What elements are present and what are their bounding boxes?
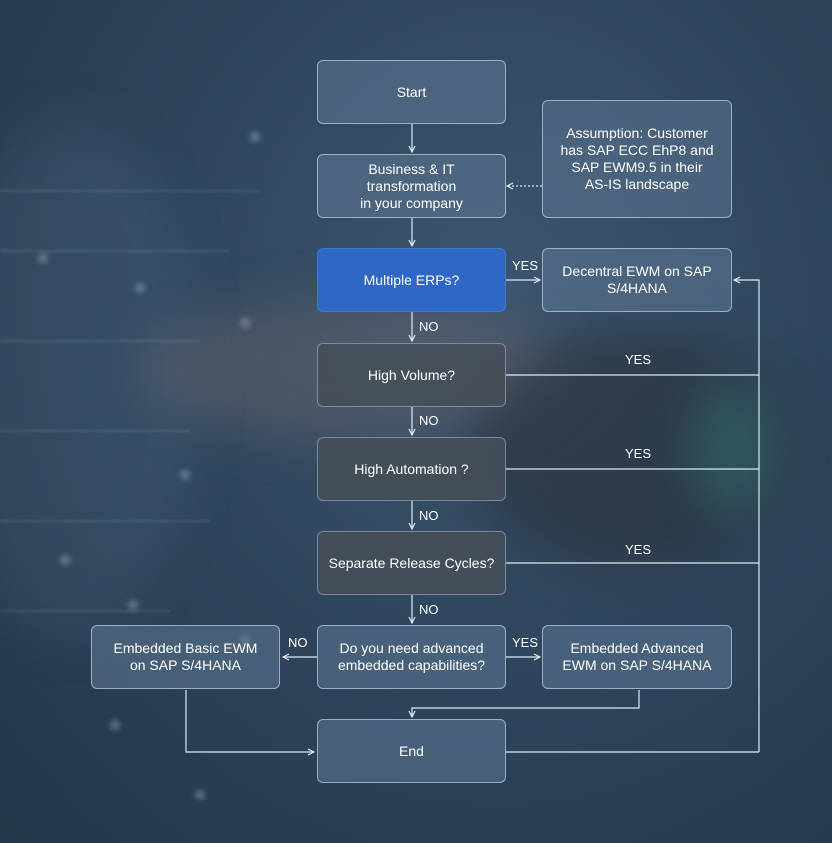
decentral-ewm-node: Decentral EWM on SAP S/4HANA (542, 248, 732, 312)
high-volume-decision: High Volume? (317, 343, 506, 407)
end-node: End (317, 719, 506, 783)
yes-label-multiple-erps: YES (512, 258, 539, 273)
yes-label-advanced: YES (512, 635, 539, 650)
no-label-advanced: NO (288, 635, 308, 650)
no-label-release-cycles: NO (419, 602, 439, 617)
edge-bus-vertical (734, 280, 760, 752)
embedded-advanced-ewm-node: Embedded Advanced EWM on SAP S/4HANA (542, 625, 732, 689)
high-automation-decision: High Automation ? (317, 437, 506, 501)
assumption-note: Assumption: Customer has SAP ECC EhP8 an… (542, 100, 732, 218)
business-transformation-node: Business & IT transformation in your com… (317, 154, 506, 218)
no-label-multiple-erps: NO (419, 319, 439, 334)
no-label-high-volume: NO (419, 413, 439, 428)
start-node: Start (317, 60, 506, 124)
yes-label-high-automation: YES (625, 446, 652, 461)
release-cycles-decision: Separate Release Cycles? (317, 531, 506, 595)
yes-label-release-cycles: YES (625, 542, 652, 557)
advanced-capabilities-decision: Do you need advanced embedded capabiliti… (317, 625, 506, 689)
multiple-erps-decision: Multiple ERPs? (317, 248, 506, 312)
no-label-high-automation: NO (419, 508, 439, 523)
edge-basic-end (185, 690, 314, 752)
embedded-basic-ewm-node: Embedded Basic EWM on SAP S/4HANA (91, 625, 280, 689)
yes-label-high-volume: YES (625, 352, 652, 367)
edge-advanced-ewm-end (412, 690, 640, 717)
